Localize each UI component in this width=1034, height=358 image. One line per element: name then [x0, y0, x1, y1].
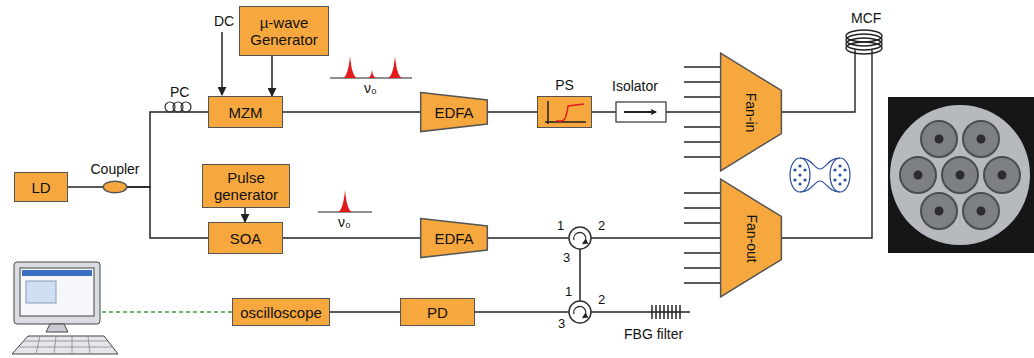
port-number: 3 [558, 316, 565, 332]
control-arrow [244, 208, 246, 222]
fiber-link [127, 187, 208, 238]
fan-in-inset [790, 158, 850, 192]
fiber-link [68, 186, 103, 188]
port-number: 3 [563, 250, 570, 266]
photodetector-box: PD [400, 298, 475, 326]
node-label: EDFA [434, 230, 473, 247]
component-label: FBG filter [624, 326, 683, 342]
mcf-coil [782, 30, 882, 238]
node-label: oscilloscope [240, 304, 322, 321]
laser-box: LD [14, 172, 68, 202]
fiber-link [283, 237, 420, 239]
node-label: PD [427, 304, 448, 321]
modulator-box: MZM [208, 96, 283, 128]
dc-arrow [221, 32, 223, 95]
node-label: MZM [228, 104, 262, 121]
ellipse-outline [103, 181, 127, 193]
frequency-label: ν₀ [338, 214, 351, 230]
filter-symbol [545, 101, 586, 124]
soa-box: SOA [208, 222, 283, 254]
fiber-link [330, 311, 400, 313]
fbg-grating [652, 305, 680, 319]
component-label: PC [170, 84, 189, 100]
node-label: SOA [230, 230, 262, 247]
port-number: 1 [557, 218, 564, 234]
port-number: 1 [565, 284, 572, 300]
signal-label: DC [214, 13, 234, 29]
data-link [102, 311, 232, 313]
frequency-label: ν₀ [364, 80, 377, 96]
fan-in-device: Fan-in [720, 52, 782, 172]
fiber-link [488, 237, 720, 239]
fiber-link [592, 111, 720, 113]
fiber-link [488, 111, 537, 113]
pulse-generator-box: Pulse generator [202, 164, 290, 208]
node-label: LD [31, 179, 50, 196]
mcf-cross-section [888, 97, 1034, 253]
detection-wires [475, 249, 690, 312]
port-number: 2 [598, 218, 605, 234]
component-label: Isolator [612, 78, 658, 94]
node-label: PS [555, 77, 574, 94]
node-label: Fan-in [743, 92, 760, 132]
shaper-box: PS [537, 96, 592, 128]
node-label: Fan-out [743, 214, 760, 262]
node-label: EDFA [434, 104, 473, 121]
circulator [569, 301, 591, 323]
spectrum-top [330, 56, 412, 78]
fiber-link [283, 111, 420, 113]
spectrum-bottom [318, 190, 372, 212]
generator-box: µ-wave Generator [239, 6, 329, 56]
oscilloscope-box: oscilloscope [232, 298, 330, 326]
computer-icon [12, 262, 118, 354]
isolator-symbol [616, 102, 666, 122]
component-label: MCF [851, 10, 881, 26]
pc-coil [165, 102, 191, 112]
port-number: 2 [598, 292, 605, 308]
amplifier: EDFA [420, 218, 488, 258]
amplifier: EDFA [420, 92, 488, 132]
coupler: Coupler [103, 181, 127, 193]
node-label: µ-wave Generator [244, 14, 324, 48]
node-label: Coupler [90, 161, 139, 178]
node-label: Pulse generator [207, 169, 285, 203]
control-arrow [271, 56, 273, 96]
fan-out-device: Fan-out [720, 178, 782, 298]
circulator [569, 227, 591, 249]
